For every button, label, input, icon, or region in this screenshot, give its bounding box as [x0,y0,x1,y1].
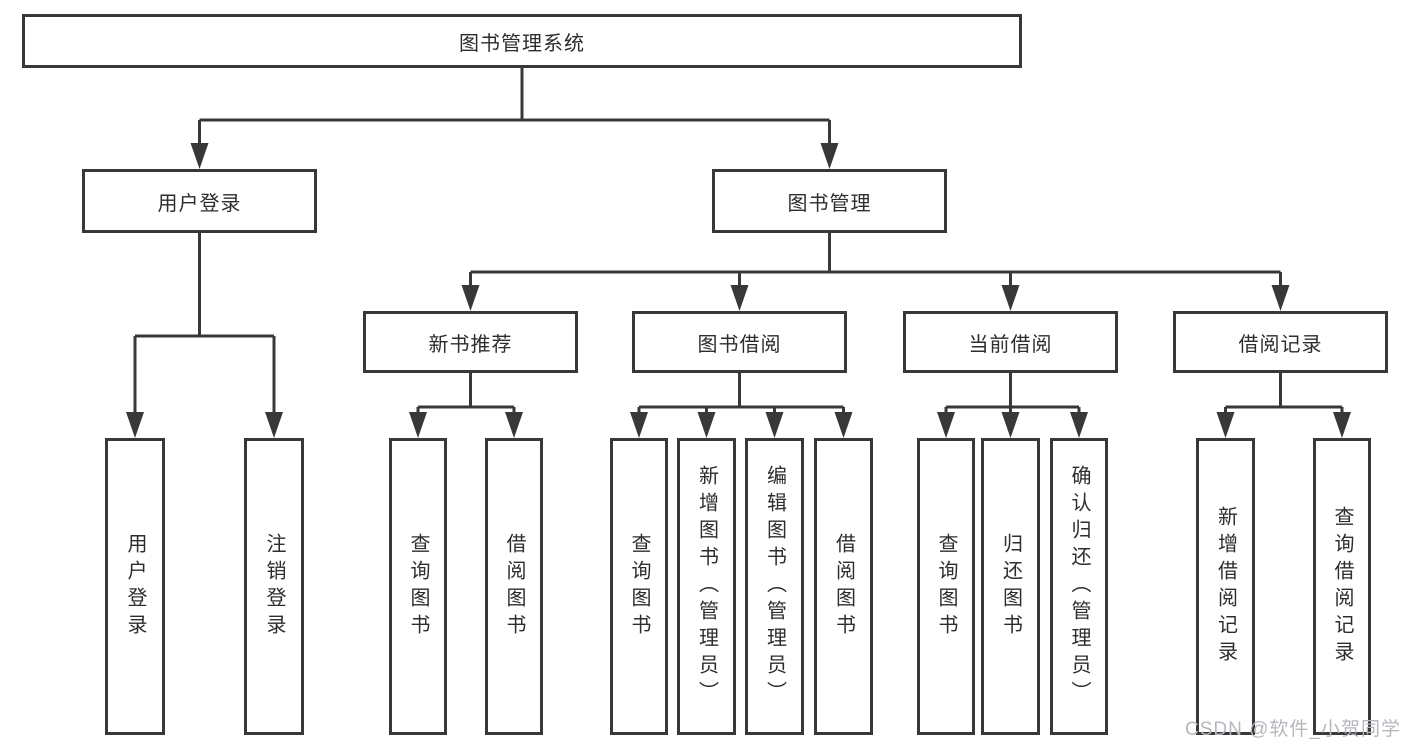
node-label: 查询图书 [407,532,429,641]
leaf-add-books-admin: 新增图书（管理员） [677,438,736,735]
leaf-borrow-books-recommend: 借阅图书 [485,438,543,735]
node-current-borrowing: 当前借阅 [903,311,1118,373]
leaf-add-borrow-record: 新增借阅记录 [1196,438,1255,735]
connector-paths [133,68,1344,415]
leaf-return-books: 归还图书 [981,438,1040,735]
node-label: 新书推荐 [428,333,513,356]
node-library-management-system: 图书管理系统 [22,14,1022,68]
csdn-watermark: CSDN @软件_小贺同学 [1185,719,1401,740]
leaf-query-books-current: 查询图书 [917,438,975,735]
node-label: 确认归还（管理员） [1068,465,1090,708]
arrowheads [126,143,1351,438]
node-label: 借阅图书 [832,532,855,641]
leaf-borrow-books: 借阅图书 [814,438,873,735]
node-label: 注销登录 [263,532,285,641]
node-label: 查询图书 [628,532,650,641]
node-label: 图书管理 [787,192,872,215]
leaf-edit-books-admin: 编辑图书（管理员） [745,438,804,735]
leaf-confirm-return-admin: 确认归还（管理员） [1050,438,1108,735]
node-label: 借阅记录 [1238,333,1323,356]
node-label: 编辑图书（管理员） [763,465,786,708]
node-label: 借阅图书 [503,532,525,641]
node-label: 新增图书（管理员） [695,465,718,708]
leaf-query-books-recommend: 查询图书 [389,438,447,735]
leaf-user-login: 用户登录 [105,438,165,735]
node-borrowing-records: 借阅记录 [1173,311,1388,373]
leaf-query-books-borrowing: 查询图书 [610,438,668,735]
node-label: 图书借阅 [697,333,782,356]
node-label: 用户登录 [157,192,242,215]
node-book-management: 图书管理 [712,169,947,233]
node-new-book-recommendation: 新书推荐 [363,311,578,373]
node-book-borrowing: 图书借阅 [632,311,847,373]
leaf-query-borrow-record: 查询借阅记录 [1313,438,1371,735]
node-label: 当前借阅 [968,333,1053,356]
node-user-login: 用户登录 [82,169,317,233]
node-label: 查询借阅记录 [1331,505,1353,668]
node-label: 新增借阅记录 [1214,505,1237,668]
node-label: 查询图书 [935,532,957,641]
node-label: 归还图书 [999,532,1022,641]
leaf-logout: 注销登录 [244,438,304,735]
node-label: 用户登录 [124,532,146,641]
node-label: 图书管理系统 [459,32,585,55]
